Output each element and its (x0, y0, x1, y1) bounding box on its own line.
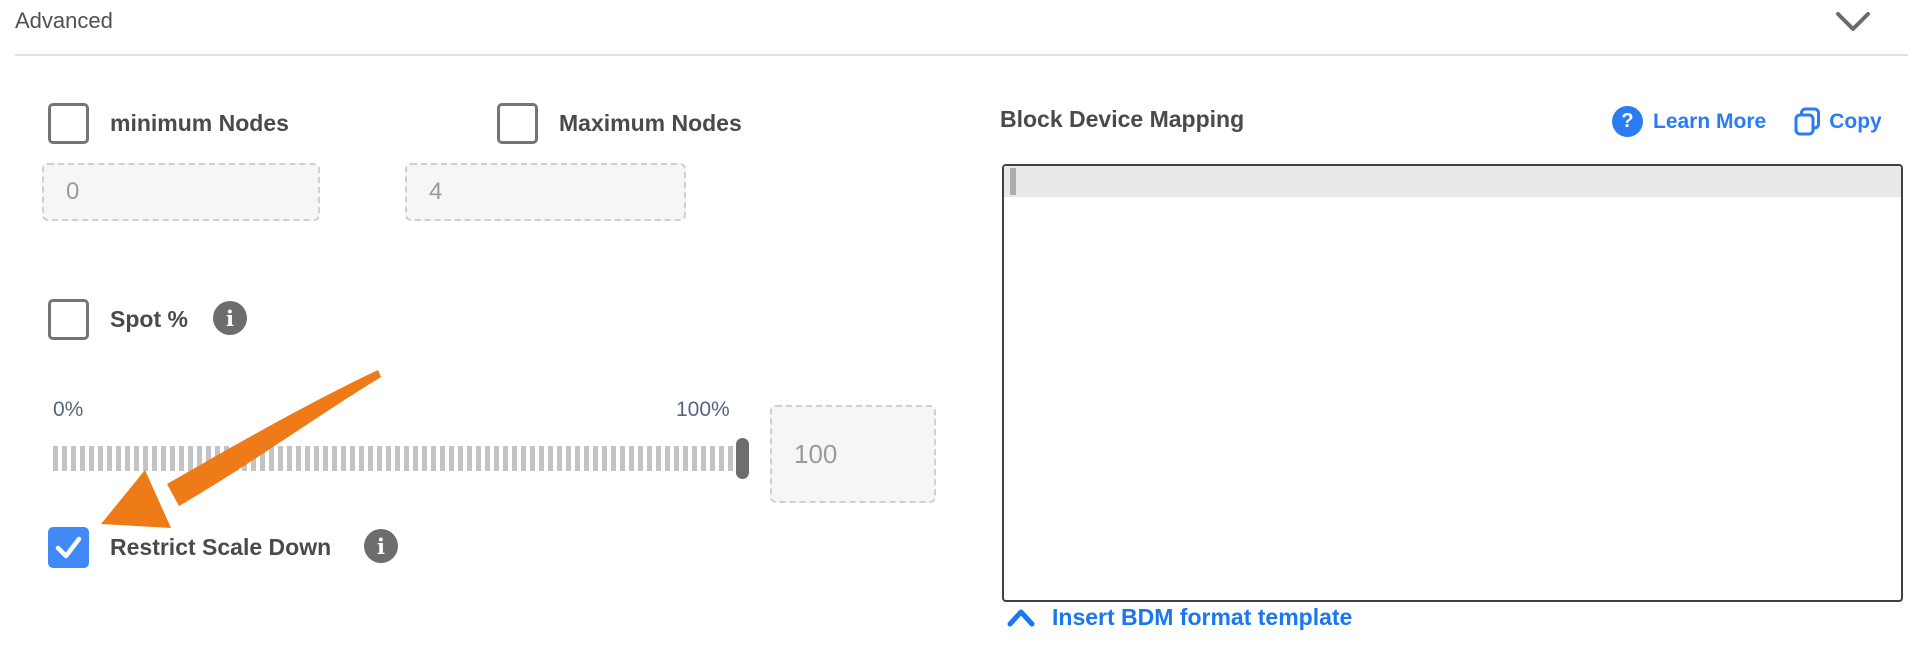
restrict-info-icon[interactable]: i (364, 529, 398, 563)
copy-icon (1794, 107, 1821, 135)
maximum-nodes-input[interactable] (405, 163, 686, 221)
restrict-scale-down-label: Restrict Scale Down (110, 534, 332, 560)
spot-percent-slider-handle[interactable] (736, 438, 749, 479)
copy-button[interactable]: Copy (1794, 107, 1882, 137)
insert-bdm-template-link[interactable]: Insert BDM format template (1006, 604, 1352, 631)
maximum-nodes-checkbox[interactable] (497, 103, 538, 144)
section-title: Advanced (15, 8, 113, 33)
spot-percent-checkbox[interactable] (48, 299, 89, 340)
learn-more-label: Learn More (1653, 109, 1767, 133)
checkmark-icon (55, 536, 82, 559)
spot-percent-label: Spot % (110, 306, 188, 332)
bdm-editor[interactable] (1002, 164, 1903, 602)
bdm-title: Block Device Mapping (1000, 106, 1245, 132)
minimum-nodes-input[interactable] (42, 163, 320, 221)
maximum-nodes-label: Maximum Nodes (559, 110, 742, 136)
copy-label: Copy (1829, 109, 1882, 133)
annotation-arrow (101, 370, 381, 528)
insert-bdm-template-label: Insert BDM format template (1052, 604, 1353, 630)
collapse-section-button[interactable] (1835, 10, 1871, 34)
slider-min-label: 0% (53, 398, 84, 421)
restrict-scale-down-checkbox[interactable] (48, 527, 89, 568)
section-divider (15, 54, 1908, 56)
spot-percent-slider-track[interactable] (53, 446, 748, 471)
chevron-down-icon (1836, 12, 1870, 31)
editor-caret (1010, 168, 1016, 195)
learn-more-link[interactable]: ? Learn More (1612, 106, 1766, 137)
editor-active-line (1004, 166, 1901, 197)
minimum-nodes-checkbox[interactable] (48, 103, 89, 144)
minimum-nodes-label: minimum Nodes (110, 110, 289, 136)
spot-info-icon[interactable]: i (213, 301, 247, 335)
help-icon: ? (1612, 106, 1643, 137)
slider-max-label: 100% (676, 398, 730, 421)
chevron-up-icon (1007, 609, 1035, 626)
spot-percent-value-input[interactable] (770, 405, 936, 503)
bdm-actions: ? Learn More Copy (1612, 106, 1882, 137)
